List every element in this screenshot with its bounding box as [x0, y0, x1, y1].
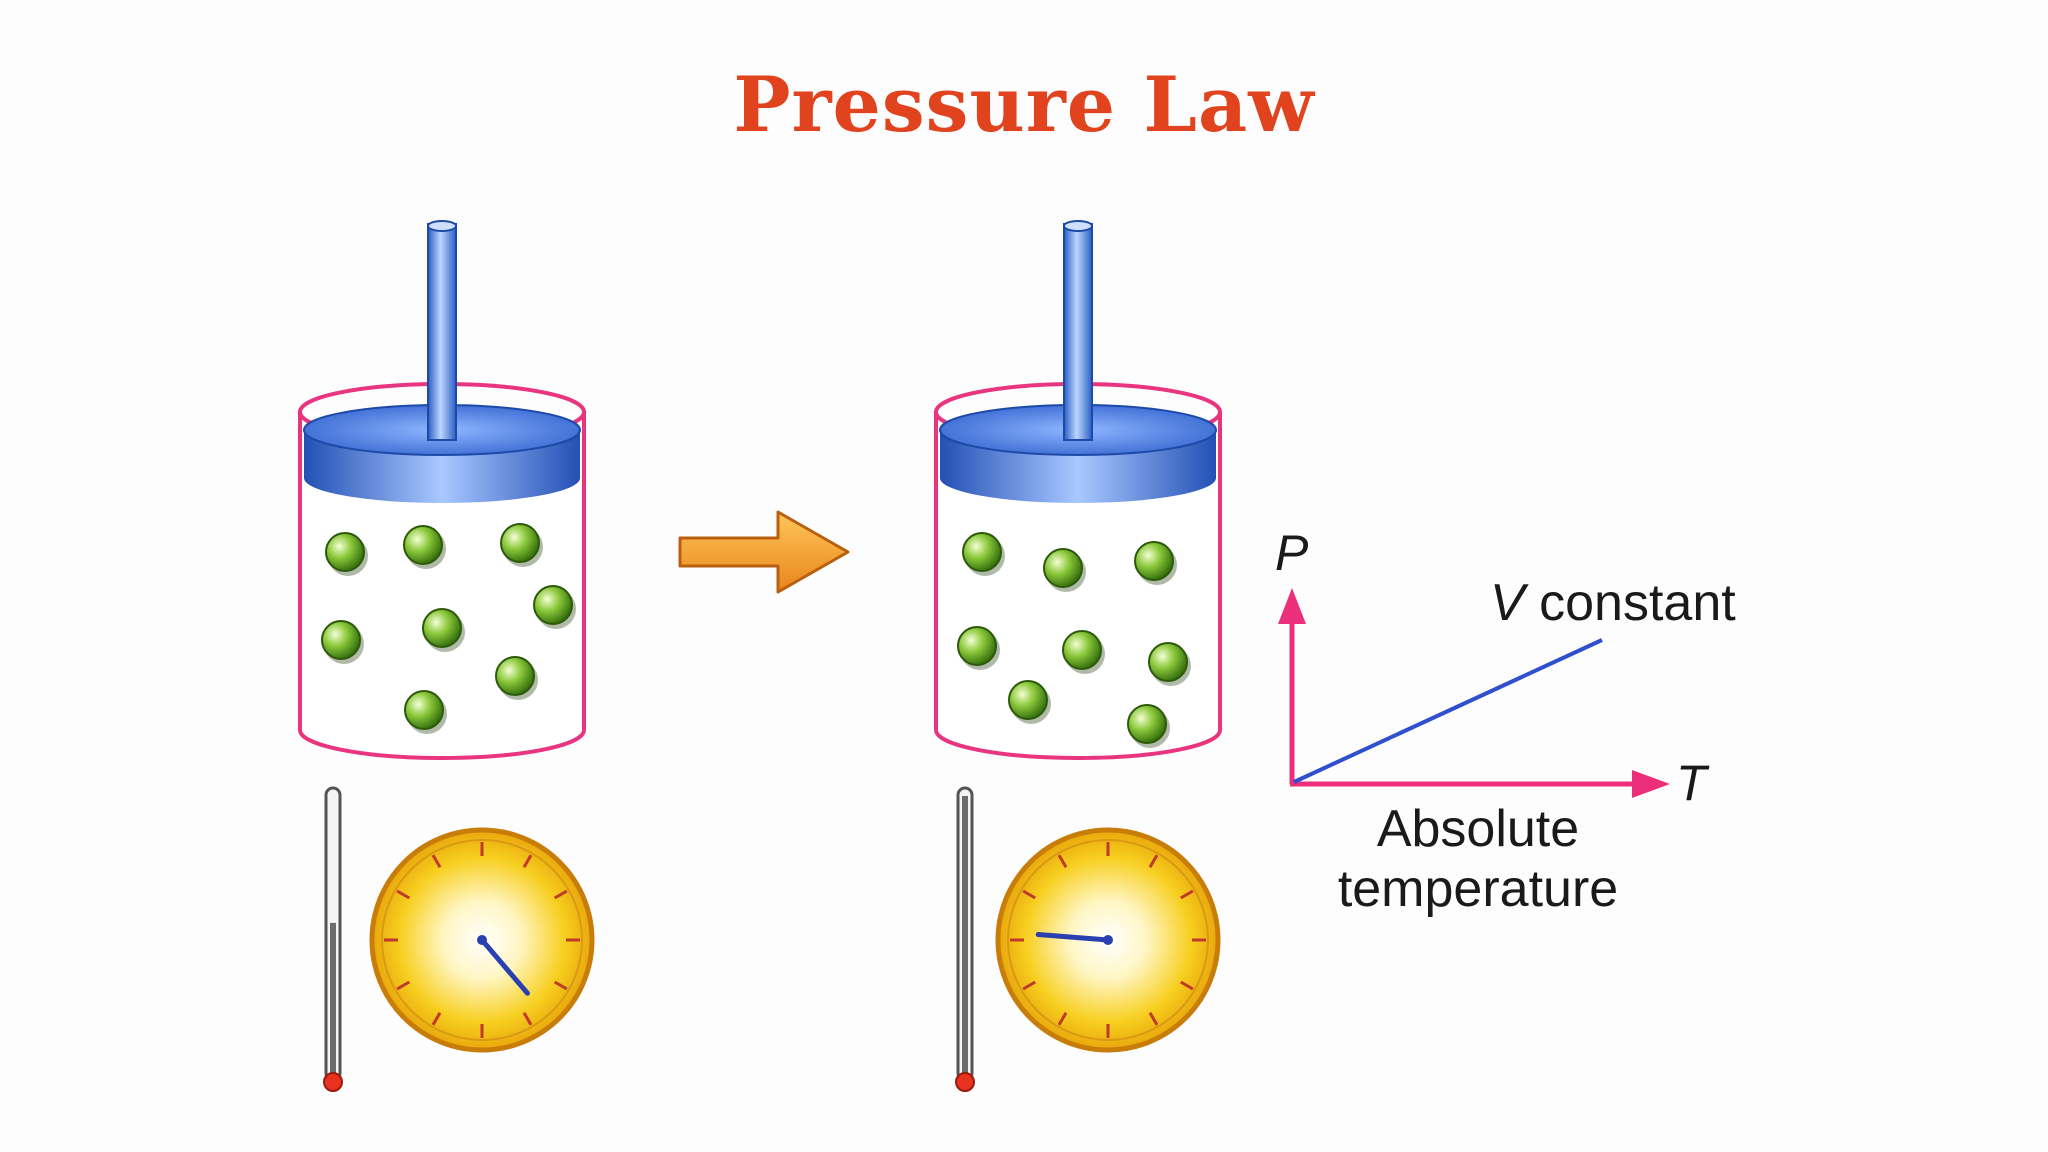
pressure-temperature-graph: P T V constant Absolute temperature — [1275, 525, 1736, 918]
cylinder-right — [934, 220, 1222, 760]
pressure-gauge-right — [995, 827, 1221, 1053]
line-label-text: constant — [1525, 574, 1737, 632]
gauge-tick — [1148, 1011, 1159, 1026]
molecule-icon — [1127, 704, 1170, 748]
x-caption-line2: temperature — [1338, 860, 1618, 918]
gauge-needle — [1035, 932, 1111, 943]
molecule-icon — [422, 608, 465, 652]
molecule-icon — [500, 523, 543, 567]
gauge-tick — [396, 889, 411, 900]
gauge-tick — [553, 980, 568, 991]
x-axis-symbol: T — [1676, 755, 1710, 811]
gauge-tick — [553, 889, 568, 900]
y-axis-symbol: P — [1275, 525, 1309, 581]
gauge-tick — [431, 854, 442, 869]
molecule-icon — [962, 532, 1005, 576]
thermometer-left — [323, 786, 343, 1092]
pressure-gauge-icon — [995, 827, 1221, 1053]
x-caption-line1: Absolute — [1377, 800, 1579, 858]
molecule-icon — [1062, 630, 1105, 674]
molecule-icon — [404, 690, 447, 734]
molecule-icon — [1134, 541, 1177, 585]
molecule-icon — [533, 585, 576, 629]
line-label: V constant — [1490, 574, 1736, 632]
gauge-tick — [1057, 854, 1068, 869]
x-axis-arrowhead — [1632, 770, 1670, 798]
gauge-tick — [396, 980, 411, 991]
molecule-icon — [1008, 680, 1051, 724]
piston-icon — [303, 220, 581, 503]
thermometer-icon — [323, 786, 343, 1092]
gauge-tick — [1148, 854, 1159, 869]
thermometer-icon — [955, 786, 975, 1092]
molecule-icon — [495, 656, 538, 700]
page-title: Pressure Law — [733, 60, 1315, 149]
gauge-tick — [1179, 980, 1194, 991]
gauge-tick — [522, 854, 533, 869]
arrow-right-icon — [678, 510, 850, 594]
gauge-tick — [1022, 980, 1037, 991]
pressure-gauge-icon — [369, 827, 595, 1053]
molecule-icon — [1043, 548, 1086, 592]
gauge-tick — [1022, 889, 1037, 900]
thermometer-fill — [330, 922, 336, 1078]
line-label-variable: V — [1490, 574, 1529, 632]
y-axis-arrowhead — [1278, 588, 1306, 624]
molecule-icon — [957, 626, 1000, 670]
pressure-line — [1293, 638, 1603, 784]
molecule-icon — [325, 532, 368, 576]
molecule-icon — [1148, 642, 1191, 686]
molecule-icon — [321, 620, 364, 664]
gauge-tick — [522, 1011, 533, 1026]
thermometer-right — [955, 786, 975, 1092]
molecule-icon — [403, 525, 446, 569]
pressure-gauge-left — [369, 827, 595, 1053]
gauge-needle — [479, 937, 530, 996]
gauge-tick — [1179, 889, 1194, 900]
piston-icon — [939, 220, 1217, 503]
gauge-tick — [431, 1011, 442, 1026]
gauge-tick — [1057, 1011, 1068, 1026]
cylinder-left — [298, 220, 586, 760]
thermometer-fill — [962, 796, 968, 1078]
